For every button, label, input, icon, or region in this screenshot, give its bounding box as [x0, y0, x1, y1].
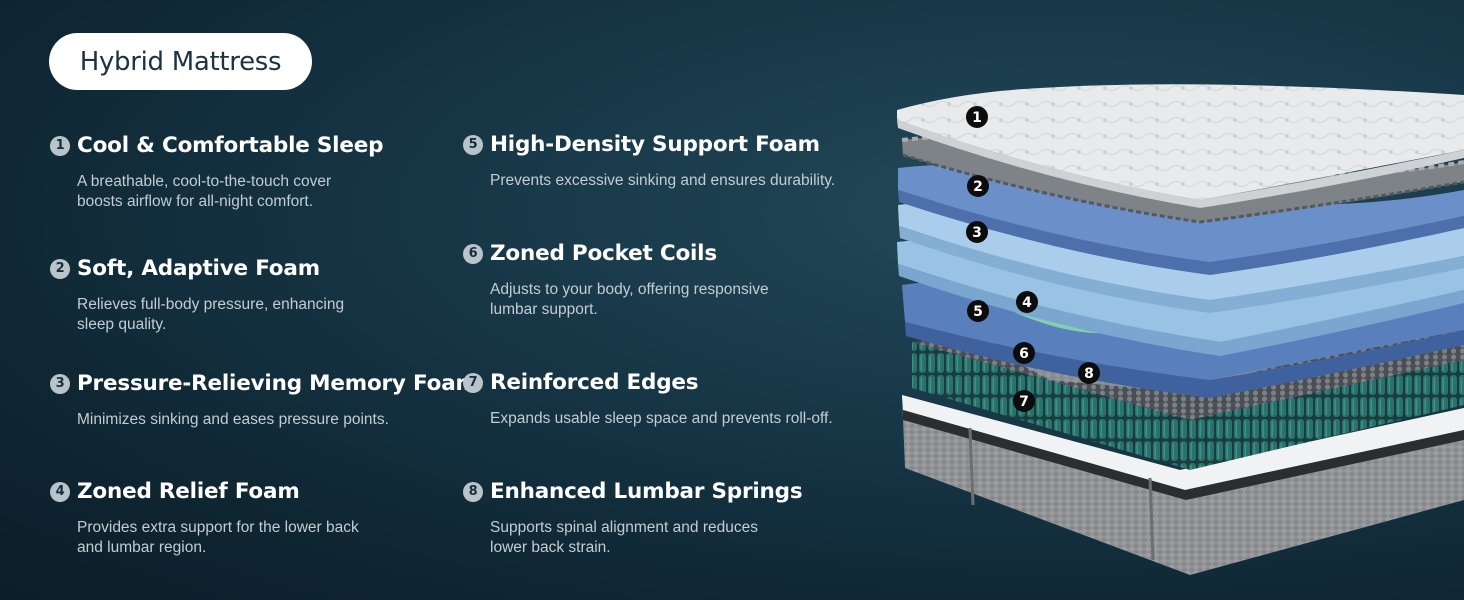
feature-title: Soft, Adaptive Foam	[77, 256, 320, 281]
svg-text:3: 3	[972, 225, 982, 241]
feature-description: Adjusts to your body, offering responsiv…	[490, 281, 769, 318]
feature-reinforced-edges: 7 Reinforced Edges Expands usable sleep s…	[463, 370, 833, 429]
quilted-cover-layer	[897, 84, 1464, 208]
feature-lumbar-springs: 8 Enhanced Lumbar Springs Supports spinal…	[463, 479, 803, 558]
feature-title: Zoned Relief Foam	[77, 479, 300, 504]
title-badge-text: Hybrid Mattress	[79, 46, 282, 77]
feature-description: Expands usable sleep space and prevents …	[490, 410, 833, 427]
svg-text:4: 4	[1022, 295, 1032, 311]
layer-marker: 3	[966, 221, 988, 243]
layer-marker: 6	[1013, 342, 1035, 364]
feature-title: Enhanced Lumbar Springs	[490, 479, 803, 504]
feature-support-foam: 5 High-Density Support Foam Prevents exce…	[463, 132, 835, 191]
feature-number: 4	[50, 481, 70, 502]
layer-marker: 5	[967, 300, 989, 322]
feature-number: 3	[50, 373, 70, 394]
feature-zoned-relief: 4 Zoned Relief Foam Provides extra suppor…	[50, 479, 359, 558]
mattress-layers-diagram: 1 2 3 4 5 6 7 8	[897, 84, 1464, 575]
svg-text:2: 2	[973, 179, 983, 195]
mattress-base	[902, 395, 1464, 575]
feature-number: 5	[463, 134, 483, 155]
feature-adaptive-foam: 2 Soft, Adaptive Foam Relieves full-body …	[50, 256, 344, 335]
feature-pocket-coils: 6 Zoned Pocket Coils Adjusts to your body…	[463, 241, 769, 320]
feature-number: 6	[463, 243, 483, 264]
layer-marker: 2	[967, 175, 989, 197]
svg-text:7: 7	[1019, 394, 1029, 410]
svg-text:8: 8	[1084, 366, 1094, 382]
feature-title: Cool & Comfortable Sleep	[77, 133, 384, 158]
feature-number: 2	[50, 258, 70, 279]
layer-marker: 1	[966, 106, 988, 128]
title-badge: Hybrid Mattress	[49, 33, 312, 90]
svg-text:5: 5	[973, 304, 983, 320]
feature-cool-sleep: 1 Cool & Comfortable Sleep A breathable, …	[50, 133, 384, 212]
feature-title: Reinforced Edges	[490, 370, 699, 395]
feature-title: Pressure-Relieving Memory Foam	[77, 371, 478, 396]
layer-marker: 8	[1078, 362, 1100, 384]
feature-memory-foam: 3 Pressure-Relieving Memory Foam Minimize…	[50, 371, 478, 430]
svg-text:1: 1	[972, 110, 982, 126]
layer-marker: 7	[1013, 390, 1035, 412]
feature-number: 7	[463, 372, 483, 393]
layer-marker: 4	[1016, 291, 1038, 313]
feature-description: Prevents excessive sinking and ensures d…	[490, 172, 836, 189]
svg-text:6: 6	[1019, 346, 1029, 362]
feature-title: Zoned Pocket Coils	[490, 241, 717, 266]
feature-number: 8	[463, 481, 483, 502]
feature-number: 1	[50, 135, 70, 156]
feature-description: Provides extra support for the lower bac…	[77, 519, 359, 556]
feature-description: Minimizes sinking and eases pressure poi…	[77, 411, 389, 428]
feature-title: High-Density Support Foam	[490, 132, 820, 157]
